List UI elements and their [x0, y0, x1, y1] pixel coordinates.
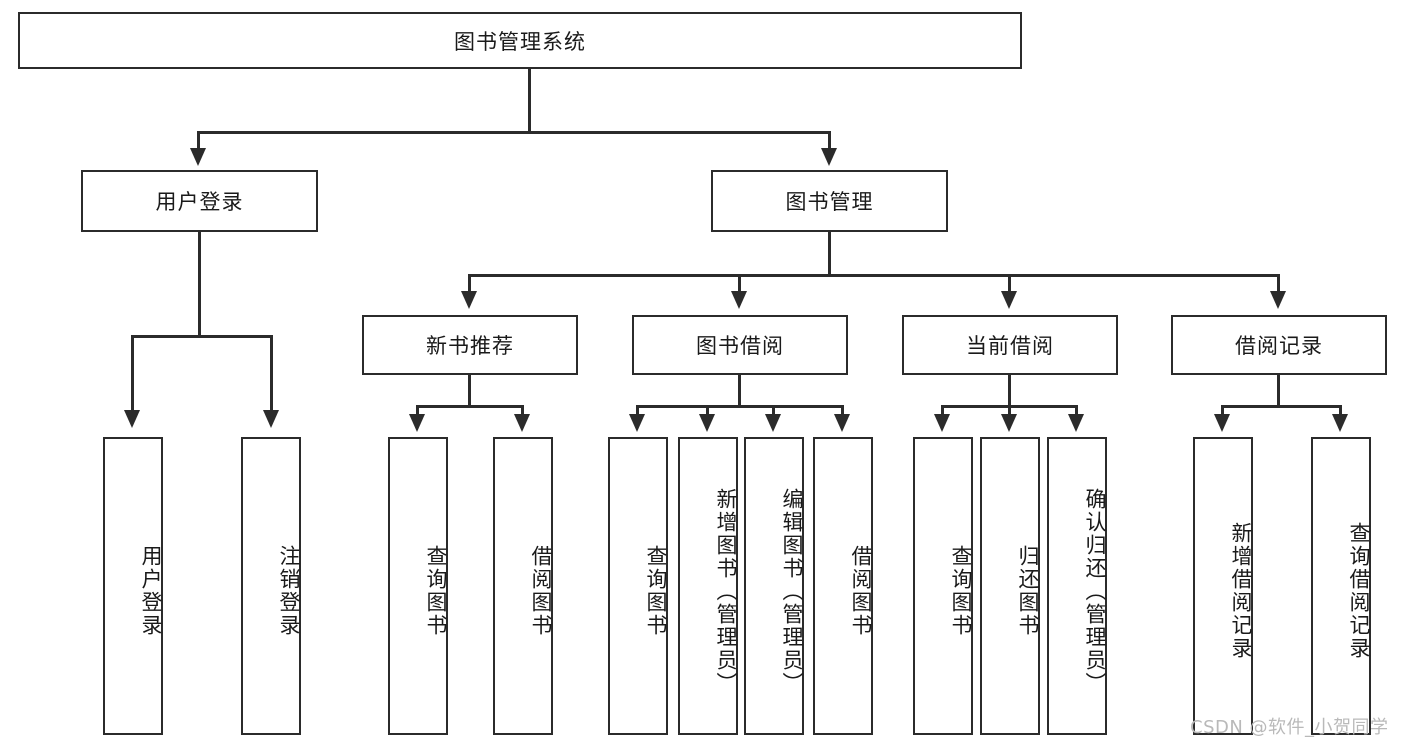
node-label: 查询图书 [644, 545, 668, 637]
node-label: 查询图书 [949, 545, 973, 637]
node-new-book-recommend[interactable]: 新书推荐 [362, 315, 578, 375]
leaf-cb-query-book[interactable]: 查询图书 [913, 437, 973, 735]
node-label: 图书管理 [785, 190, 874, 214]
edge-bb-child-3 [772, 405, 775, 419]
edge-bb-bus [636, 405, 844, 408]
arrow-bb-child-3 [765, 414, 781, 432]
leaf-bb-add-book-admin[interactable]: 新增图书（管理员） [678, 437, 738, 735]
arrow-bm-child-1 [461, 291, 477, 309]
node-label: 确认归还（管理员） [1083, 487, 1107, 695]
edge-user-login-child-2 [270, 335, 273, 413]
leaf-cb-confirm-return-admin[interactable]: 确认归还（管理员） [1047, 437, 1107, 735]
arrow-bm-child-4 [1270, 291, 1286, 309]
arrow-cb-child-3 [1068, 414, 1084, 432]
arrow-bb-child-2 [699, 414, 715, 432]
edge-bb-child-1 [636, 405, 639, 419]
edge-bm-child-2 [738, 274, 741, 294]
node-label: 查询图书 [424, 545, 448, 637]
leaf-bb-query-book[interactable]: 查询图书 [608, 437, 668, 735]
arrow-to-user-login [190, 148, 206, 166]
edge-cb-child-2 [1008, 405, 1011, 419]
leaf-bb-borrow-book[interactable]: 借阅图书 [813, 437, 873, 735]
edge-user-login-child-1 [131, 335, 134, 413]
arrow-to-book-management [821, 148, 837, 166]
node-current-borrow[interactable]: 当前借阅 [902, 315, 1118, 375]
edge-bb-stem [738, 375, 741, 405]
node-label: 用户登录 [139, 545, 163, 637]
edge-br-child-1 [1221, 405, 1224, 419]
node-label: 用户登录 [155, 190, 244, 214]
arrow-user-login-child-1 [124, 410, 140, 428]
node-label: 编辑图书（管理员） [780, 487, 804, 695]
node-label: 注销登录 [277, 545, 301, 637]
leaf-user-login[interactable]: 用户登录 [103, 437, 163, 735]
node-label: 借阅记录 [1235, 334, 1323, 358]
edge-bm-child-4 [1277, 274, 1280, 294]
edge-nbr-bus [416, 405, 524, 408]
arrow-bm-child-3 [1001, 291, 1017, 309]
node-user-login[interactable]: 用户登录 [81, 170, 318, 232]
node-label: 归还图书 [1016, 545, 1040, 637]
node-label: 新书推荐 [426, 334, 514, 358]
node-root-book-management-system[interactable]: 图书管理系统 [18, 12, 1022, 69]
watermark-text: CSDN @软件_小贺同学 [1190, 717, 1389, 738]
edge-user-login-stem [198, 232, 201, 335]
edge-to-user-login [197, 131, 200, 151]
leaf-bb-edit-book-admin[interactable]: 编辑图书（管理员） [744, 437, 804, 735]
node-label: 新增图书（管理员） [714, 487, 738, 695]
node-book-borrow[interactable]: 图书借阅 [632, 315, 848, 375]
leaf-br-query-record[interactable]: 查询借阅记录 [1311, 437, 1371, 735]
node-label: 图书管理系统 [454, 29, 586, 54]
edge-nbr-stem [468, 375, 471, 405]
node-label: 当前借阅 [966, 334, 1054, 358]
arrow-cb-child-1 [934, 414, 950, 432]
arrow-bb-child-4 [834, 414, 850, 432]
leaf-nbr-borrow-book[interactable]: 借阅图书 [493, 437, 553, 735]
edge-nbr-child-1 [416, 405, 419, 419]
edge-cb-child-1 [941, 405, 944, 419]
arrow-br-child-2 [1332, 414, 1348, 432]
edge-bm-child-1 [468, 274, 471, 294]
arrow-nbr-child-2 [514, 414, 530, 432]
edge-book-management-bus [468, 274, 1280, 277]
node-borrow-record[interactable]: 借阅记录 [1171, 315, 1387, 375]
edge-to-book-management [828, 131, 831, 151]
edge-bb-child-2 [706, 405, 709, 419]
node-label: 新增借阅记录 [1229, 522, 1253, 660]
node-label: 图书借阅 [696, 334, 784, 358]
arrow-bm-child-2 [731, 291, 747, 309]
edge-cb-stem [1008, 375, 1011, 405]
leaf-logout[interactable]: 注销登录 [241, 437, 301, 735]
edge-root-bus [197, 131, 831, 134]
edge-bb-child-4 [841, 405, 844, 419]
leaf-cb-return-book[interactable]: 归还图书 [980, 437, 1040, 735]
csdn-watermark: CSDN @软件_小贺同学 [1190, 713, 1389, 739]
arrow-user-login-child-2 [263, 410, 279, 428]
edge-root-stem [528, 69, 531, 131]
node-label: 查询借阅记录 [1347, 522, 1371, 660]
node-label: 借阅图书 [529, 545, 553, 637]
leaf-br-add-record[interactable]: 新增借阅记录 [1193, 437, 1253, 735]
edge-nbr-child-2 [521, 405, 524, 419]
edge-br-child-2 [1339, 405, 1342, 419]
arrow-nbr-child-1 [409, 414, 425, 432]
arrow-br-child-1 [1214, 414, 1230, 432]
leaf-nbr-query-book[interactable]: 查询图书 [388, 437, 448, 735]
edge-user-login-bus [131, 335, 273, 338]
node-label: 借阅图书 [849, 545, 873, 637]
edge-br-stem [1277, 375, 1280, 405]
edge-bm-child-3 [1008, 274, 1011, 294]
node-book-management[interactable]: 图书管理 [711, 170, 948, 232]
edge-cb-child-3 [1075, 405, 1078, 419]
edge-br-bus [1221, 405, 1342, 408]
edge-book-management-stem [828, 232, 831, 274]
arrow-bb-child-1 [629, 414, 645, 432]
arrow-cb-child-2 [1001, 414, 1017, 432]
